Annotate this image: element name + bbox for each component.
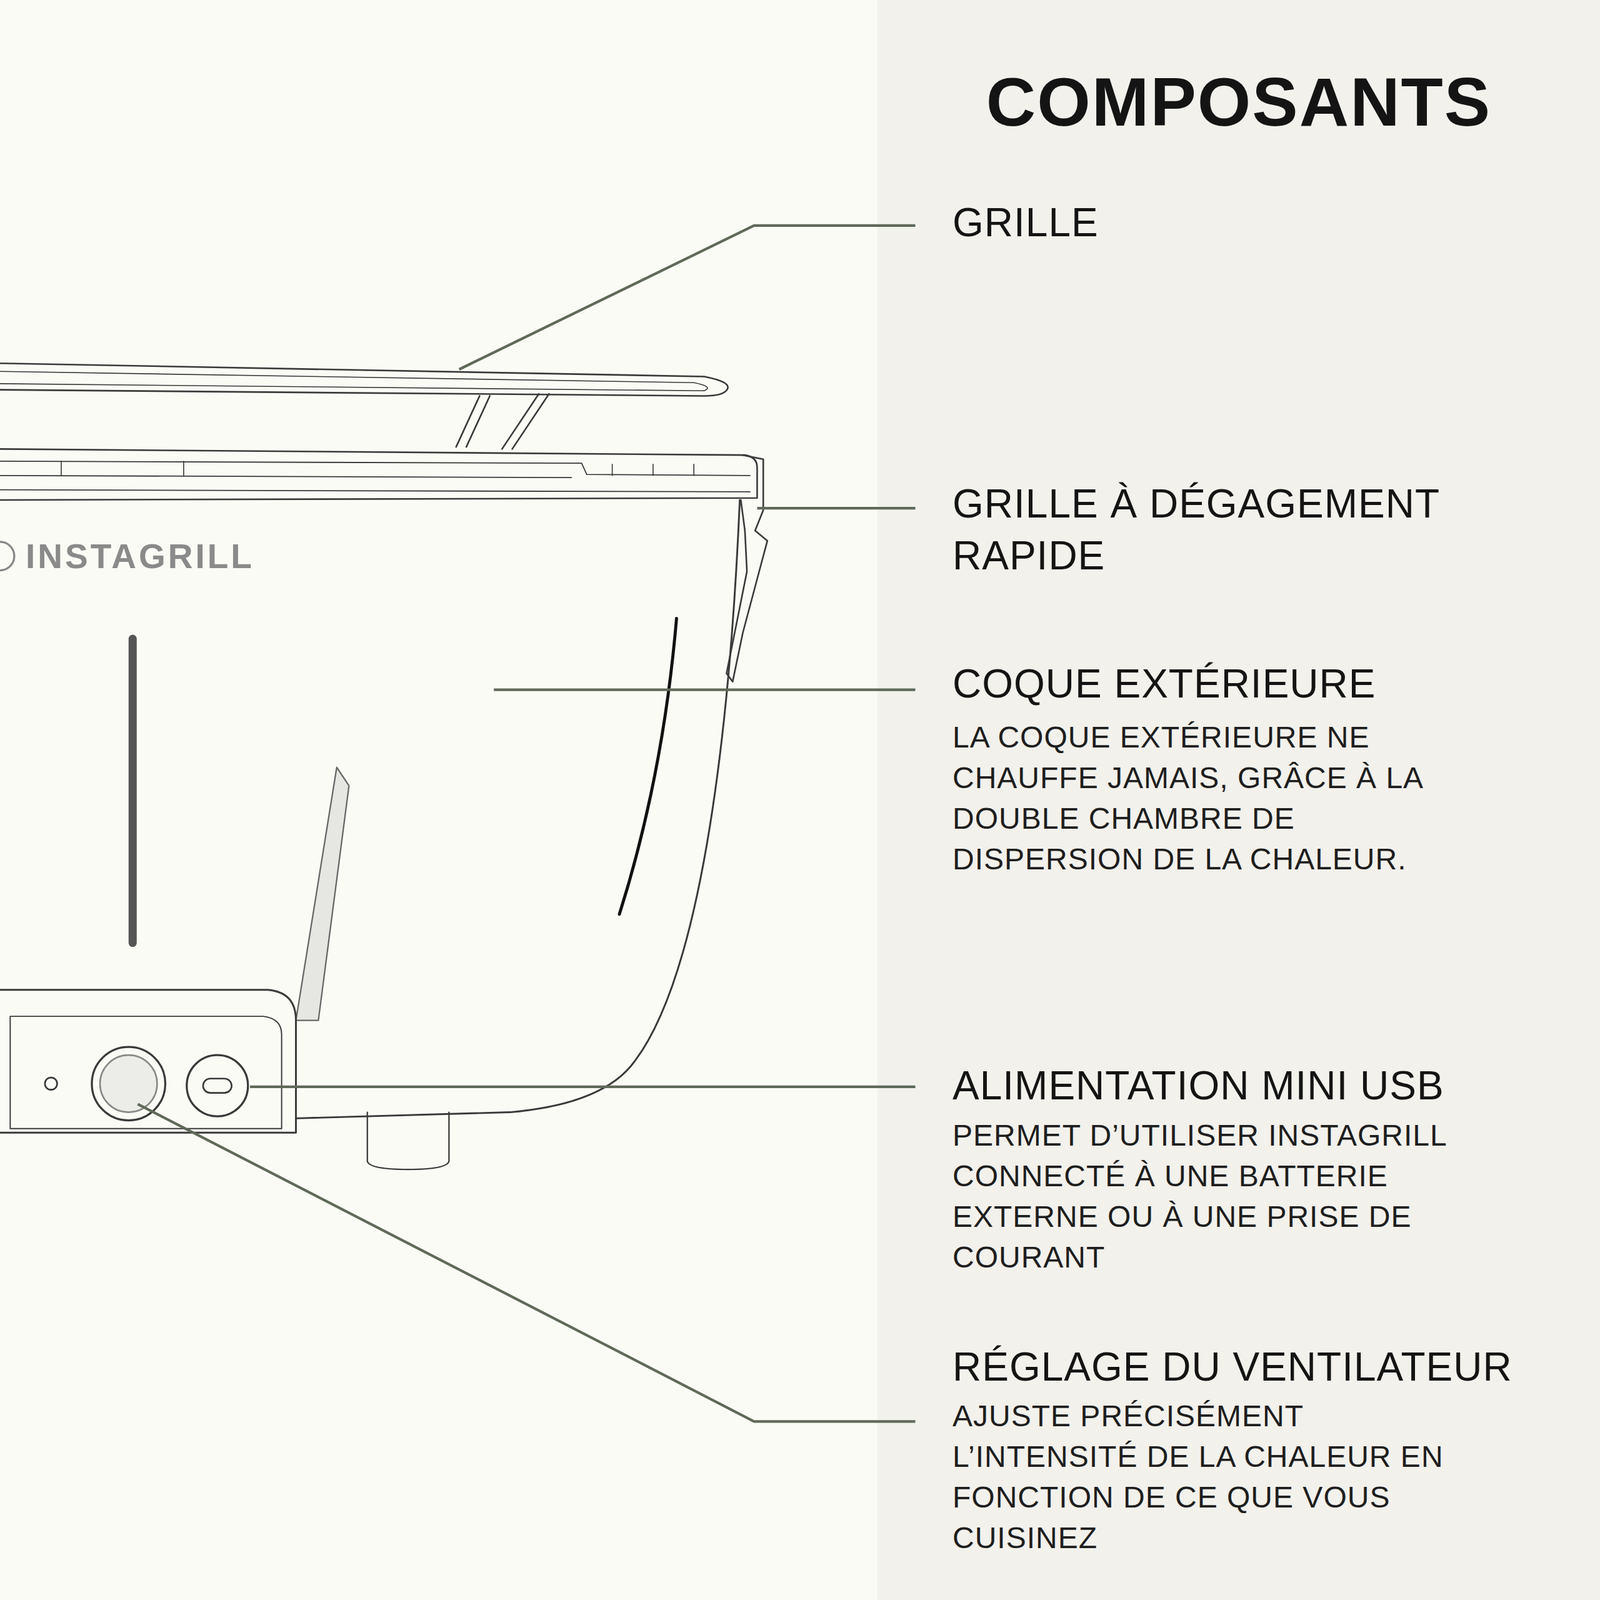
grill-ring xyxy=(0,363,729,396)
usb-port-ring xyxy=(186,1055,249,1117)
leader-line xyxy=(756,506,915,510)
leader-line xyxy=(137,1104,915,1422)
part-description: PERMET D’UTILISER INSTAGRILL CONNECTÉ À … xyxy=(952,1115,1534,1278)
indicator-dot xyxy=(45,1077,58,1090)
rim-ticks xyxy=(61,461,694,476)
release-clip xyxy=(726,455,767,682)
part-name: RÉGLAGE DU VENTILATEUR xyxy=(952,1341,1578,1394)
fan-knob-inner xyxy=(100,1055,157,1112)
brand-logo: INSTAGRILL xyxy=(25,537,255,575)
grill-ring-inner xyxy=(0,371,708,391)
air-slot-curved xyxy=(619,618,677,914)
air-slot-angled xyxy=(295,767,349,1021)
part-description: LA COQUE EXTÉRIEURE NE CHAUFFE JAMAIS, G… xyxy=(952,716,1490,880)
usb-port xyxy=(203,1078,232,1094)
page-title: COMPOSANTS xyxy=(877,60,1600,144)
control-panel-inner xyxy=(10,1016,282,1129)
leader-line xyxy=(459,225,916,370)
bowl-rim xyxy=(0,448,757,500)
logo-mark xyxy=(0,541,15,571)
bowl-shell xyxy=(295,500,740,1119)
part-name: GRILLE À DÉGAGEMENT RAPIDE xyxy=(952,478,1503,582)
part-name: ALIMENTATION MINI USB xyxy=(952,1060,1578,1112)
part-name: COQUE EXTÉRIEURE xyxy=(952,658,1578,710)
part-name: GRILLE xyxy=(952,196,1578,249)
air-slot xyxy=(128,638,137,944)
control-panel xyxy=(0,990,296,1134)
grill-legs xyxy=(456,393,550,449)
fan-knob xyxy=(91,1046,166,1121)
rim-lines xyxy=(0,461,750,492)
part-description: AJUSTE PRÉCISÉMENT L’INTENSITÉ DE LA CHA… xyxy=(952,1395,1453,1559)
leader-line xyxy=(250,1085,915,1089)
leader-line xyxy=(493,688,915,692)
foot xyxy=(367,1112,450,1170)
